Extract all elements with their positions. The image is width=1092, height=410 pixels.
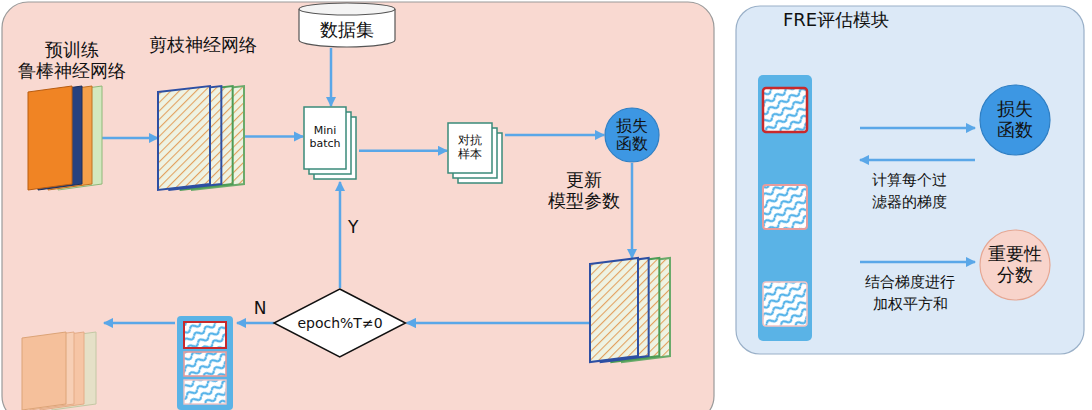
flow-arrow <box>631 163 634 258</box>
circle-shape <box>980 230 1050 300</box>
node-outline <box>28 86 102 190</box>
dataset-cylinder: 数据集 <box>298 2 396 48</box>
filter-square <box>763 88 807 132</box>
cylinder-top <box>299 3 395 15</box>
decision-diamond <box>274 289 405 357</box>
network-layer <box>590 258 638 362</box>
flow-arrow <box>407 322 590 325</box>
module-panel <box>736 6 1084 354</box>
flow-arrow <box>244 135 303 138</box>
branch-label: N <box>250 296 270 321</box>
node-label: 数据集 <box>320 20 374 41</box>
branch-label: Y <box>348 215 358 240</box>
graphic-part <box>184 380 226 404</box>
card-text-box: 对抗样本 <box>448 123 492 173</box>
circle-shape <box>980 85 1050 155</box>
node-label: 重要性分数 <box>986 244 1044 285</box>
network-stack: 更新 模型参数 <box>590 258 670 362</box>
step-note: 结合梯度进行加权平方和 <box>862 272 958 316</box>
filter-column <box>758 75 812 341</box>
arrow <box>860 127 975 130</box>
node-label: epoch%T≠0 <box>297 315 382 331</box>
text-box: 重要性分数 <box>979 229 1051 301</box>
text-box: 数据集 <box>298 12 396 48</box>
decision-diamond: epoch%T≠0 <box>273 288 406 358</box>
process-panel <box>2 2 714 410</box>
flow-arrow <box>102 137 158 140</box>
flow-arrow <box>330 48 333 106</box>
card-text-box: Mini batch <box>304 107 346 169</box>
sample-stack: Mini batch <box>303 106 359 182</box>
arrow <box>860 159 975 162</box>
filter-square <box>763 185 807 229</box>
step-note: 计算每个过滤器的梯度 <box>868 170 950 214</box>
arrow <box>104 322 175 325</box>
graphic-part <box>177 316 233 410</box>
graphic-part <box>22 332 66 410</box>
text-box: 损失函数 <box>979 84 1051 156</box>
node-label: 损失函数 <box>614 117 650 154</box>
flow-arrow <box>505 134 604 137</box>
sample-stack: 对抗样本 <box>447 122 505 186</box>
arrow <box>237 322 274 325</box>
flow-arrow <box>359 150 447 153</box>
graphic-part <box>184 352 226 376</box>
circle-shape <box>605 108 659 162</box>
network-layer <box>28 86 72 190</box>
filter-square <box>763 282 807 326</box>
node-label: 对抗样本 <box>456 134 484 162</box>
node-label: Mini batch <box>305 125 345 150</box>
node-heading: 剪枝神经网络 <box>148 34 258 56</box>
panel-heading: FRE评估模块 <box>783 9 889 31</box>
sample-card <box>304 107 346 169</box>
sample-card <box>448 123 492 173</box>
arrow <box>860 261 975 264</box>
node-heading: 更新 模型参数 <box>542 169 626 212</box>
graphic-part <box>184 322 226 348</box>
loss-circle: 重要性分数 <box>979 229 1051 301</box>
node-outline <box>590 258 670 362</box>
network-layer <box>158 86 210 190</box>
node-label: 损失函数 <box>995 99 1035 140</box>
loss-circle: 损失函数 <box>604 107 660 163</box>
loss-circle: 损失函数 <box>979 84 1051 156</box>
flow-arrow <box>339 182 342 288</box>
node-heading: 预训练 鲁棒神经网络 <box>12 39 132 82</box>
text-box: epoch%T≠0 <box>273 288 406 358</box>
network-stack: 剪枝神经网络 <box>158 86 244 190</box>
text-box: 损失函数 <box>604 107 660 163</box>
pruned-network-faded <box>22 332 96 410</box>
node-outline <box>158 86 244 190</box>
filter-column <box>177 316 233 410</box>
network-stack: 预训练 鲁棒神经网络 <box>28 86 102 190</box>
